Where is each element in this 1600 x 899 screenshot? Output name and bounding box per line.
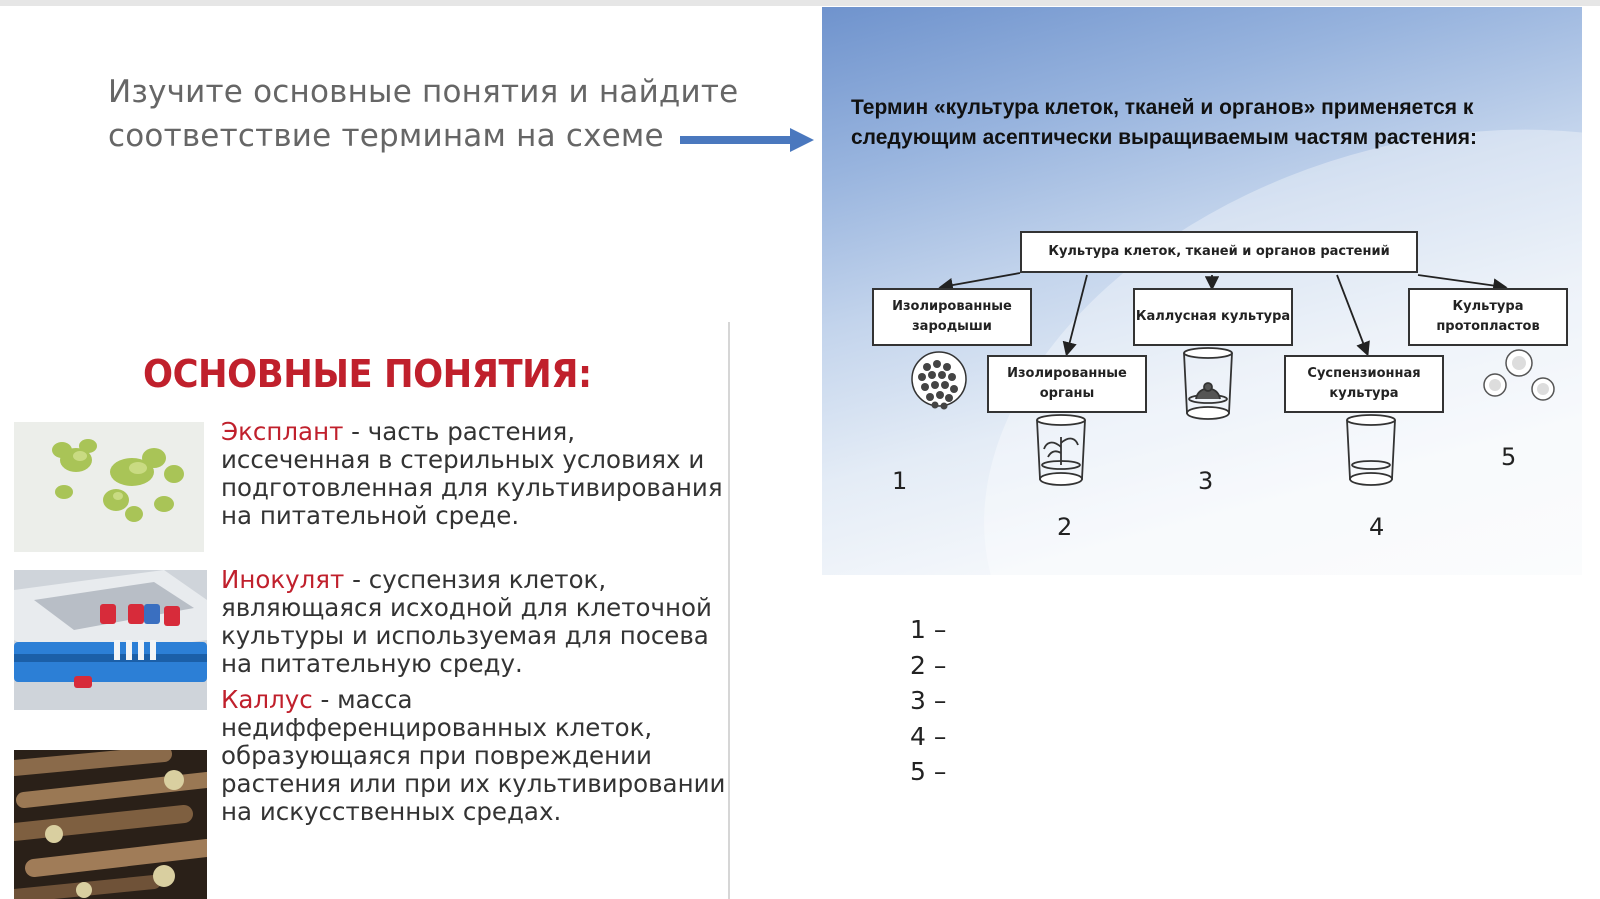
diagram-heading: Термин «культура клеток, тканей и органо… xyxy=(851,96,1478,149)
diagram-panel: Термин «культура клеток, тканей и органо… xyxy=(822,7,1582,575)
embryo-icon xyxy=(911,351,967,410)
definition-text: часть растения, иссеченная в стерильных … xyxy=(221,417,723,530)
answer-line: 3 – xyxy=(910,686,947,715)
diagram-number-3: 3 xyxy=(1198,467,1214,495)
definition-inoculum: Инокулят - суспензия клеток, являющаяся … xyxy=(221,566,727,678)
box-protoplast-culture: Культура протопластов xyxy=(1408,288,1568,346)
term-explant: Эксплант xyxy=(221,417,344,446)
explant-photo xyxy=(14,422,204,552)
callus-vessel-icon xyxy=(1183,347,1233,420)
diagram-number-1: 1 xyxy=(892,467,908,495)
box-isolated-embryos: Изолированные зародыши xyxy=(872,288,1032,346)
answer-line: 5 – xyxy=(910,757,947,786)
concepts-title: ОСНОВНЫЕ ПОНЯТИЯ: xyxy=(143,352,592,396)
answer-line: 2 – xyxy=(910,650,947,680)
diagram-number-2: 2 xyxy=(1057,513,1073,541)
term-callus: Каллус xyxy=(221,685,313,714)
definition-separator: - xyxy=(344,565,369,594)
answer-list: 1 – 2 – 3 – 4 – 5 – xyxy=(910,612,946,790)
definition-explant: Эксплант - часть растения, иссеченная в … xyxy=(221,418,727,530)
intro-line-1: Изучите основные понятия и найдите xyxy=(108,74,739,110)
definition-separator: - xyxy=(312,685,338,714)
diagram-connectors xyxy=(911,272,1555,486)
definition-text: масса недифференцированных клеток, образ… xyxy=(221,685,726,826)
term-inoculum: Инокулят xyxy=(221,565,345,594)
definition-separator: - xyxy=(343,417,368,446)
diagram-number-4: 4 xyxy=(1369,513,1385,541)
box-suspension-culture: Суспензионная культура xyxy=(1284,355,1444,413)
answer-line: 1 – xyxy=(910,615,947,644)
organ-vessel-icon xyxy=(1036,414,1086,486)
diagram-number-5: 5 xyxy=(1501,443,1517,471)
right-arrow-icon xyxy=(680,128,814,152)
answer-line: 4 – xyxy=(910,721,947,751)
definition-text: суспензия клеток, являющаяся исходной дл… xyxy=(221,565,712,678)
vertical-divider xyxy=(728,322,730,899)
top-strip xyxy=(0,0,1600,6)
suspension-vessel-icon xyxy=(1346,414,1396,486)
protoplast-icon xyxy=(1483,349,1555,401)
box-callus-culture: Каллусная культура xyxy=(1133,288,1293,346)
intro-line-2: соответствие терминам на схеме xyxy=(108,118,664,154)
inoculum-photo xyxy=(14,570,207,710)
intro-text: Изучите основные понятия и найдите соотв… xyxy=(108,70,768,158)
box-isolated-organs: Изолированные органы xyxy=(987,355,1147,413)
callus-photo xyxy=(14,750,207,899)
definition-callus: Каллус - масса недифференцированных клет… xyxy=(221,686,727,826)
diagram-root-box: Культура клеток, тканей и органов растен… xyxy=(1020,231,1418,273)
